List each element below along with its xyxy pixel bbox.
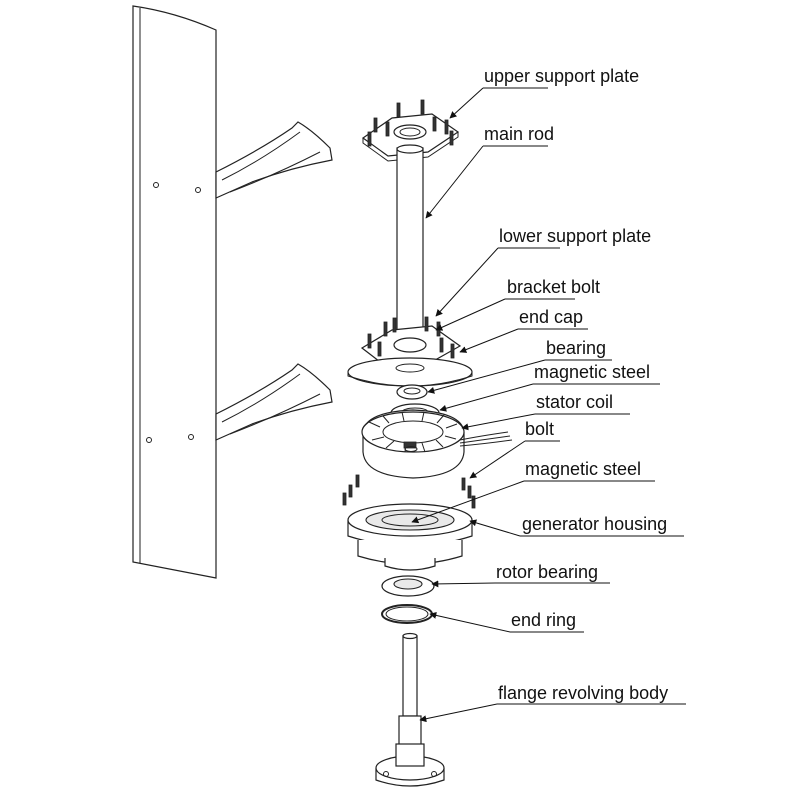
lower-arm-ridge — [221, 373, 321, 435]
label-main-rod: main rod — [484, 124, 554, 144]
bearing — [396, 384, 428, 400]
label-bracket-bolt: bracket bolt — [507, 277, 600, 297]
blade-hole — [146, 437, 152, 443]
label-bolt: bolt — [525, 419, 554, 439]
end-cap-part — [347, 357, 473, 387]
blade-hole — [188, 434, 194, 440]
stator-wires — [459, 431, 513, 447]
end-ring — [381, 604, 433, 624]
label-end-cap: end cap — [519, 307, 583, 327]
lower-support-plate-part — [360, 325, 462, 369]
label-end-ring: end ring — [511, 610, 576, 630]
main-rod — [396, 147, 424, 349]
callouts: upper support plate main rod lower suppo… — [411, 66, 686, 723]
label-flange-revolving-body: flange revolving body — [498, 683, 668, 703]
label-magnetic-steel-lower: magnetic steel — [525, 459, 641, 479]
turbine-blade-assembly — [132, 5, 333, 579]
flange-revolving-body-part — [375, 632, 445, 787]
label-lower-support-plate: lower support plate — [499, 226, 651, 246]
label-generator-housing: generator housing — [522, 514, 667, 534]
upper-arm — [215, 121, 333, 199]
bracket-bolts — [367, 316, 455, 359]
label-stator-coil: stator coil — [536, 392, 613, 412]
bearing-part — [396, 384, 428, 400]
label-magnetic-steel-upper: magnetic steel — [534, 362, 650, 382]
upper-arm-ridge — [221, 131, 321, 193]
lower-arm — [215, 363, 333, 441]
generator-housing-part — [347, 503, 473, 571]
label-bearing: bearing — [546, 338, 606, 358]
upper-plate-bolts — [367, 99, 454, 147]
end-ring-part — [381, 604, 433, 624]
housing-bolts — [342, 474, 476, 509]
blade-hole — [195, 187, 201, 193]
stator-coil-part — [361, 409, 513, 479]
label-upper-support-plate: upper support plate — [484, 66, 639, 86]
blade-hole — [153, 182, 159, 188]
label-rotor-bearing: rotor bearing — [496, 562, 598, 582]
rotor-bearing-part — [381, 575, 435, 597]
blade — [132, 5, 217, 579]
main-rod-part — [396, 144, 424, 349]
flange-shaft — [402, 635, 418, 717]
